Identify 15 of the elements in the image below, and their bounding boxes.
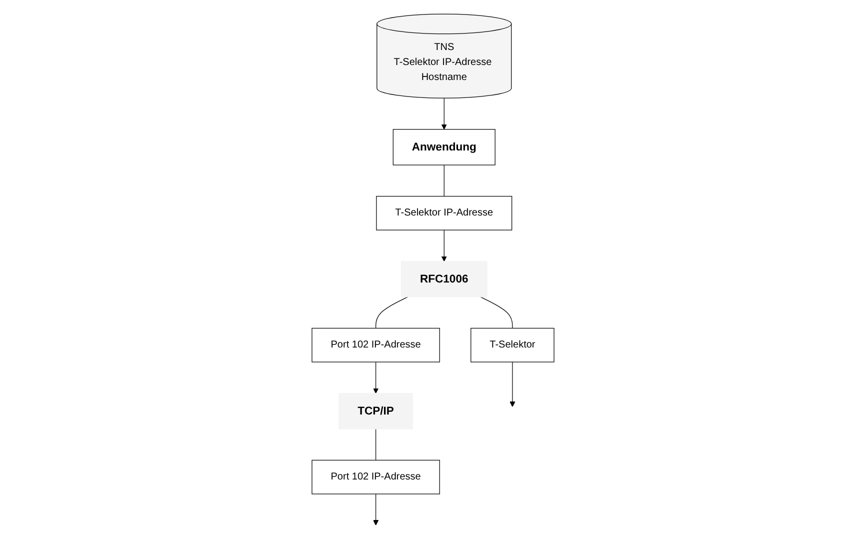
connector xyxy=(375,296,408,328)
node-box: T-Selektor xyxy=(470,327,554,362)
connector xyxy=(375,428,376,460)
node-box: T-Selektor IP-Adresse xyxy=(376,195,512,230)
connector xyxy=(480,296,513,328)
node-box: RFC1006 xyxy=(400,260,488,297)
node-box: Port 102 IP-Adresse xyxy=(312,327,440,362)
arrow xyxy=(441,97,447,130)
arrow xyxy=(373,361,379,394)
arrow xyxy=(373,493,379,525)
arrow xyxy=(510,361,516,406)
node-box: TCP/IP xyxy=(338,392,414,429)
arrow xyxy=(441,229,447,262)
node-box: Anwendung xyxy=(392,128,496,165)
node-box: Port 102 IP-Adresse xyxy=(312,459,440,494)
